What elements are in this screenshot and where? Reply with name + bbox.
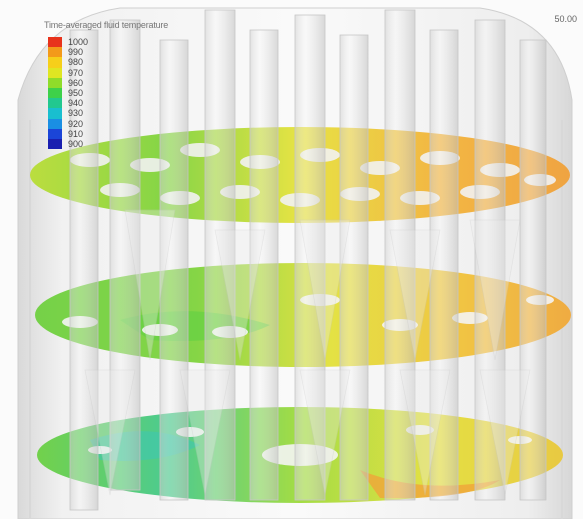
legend-label: 1000	[68, 37, 89, 47]
legend-label: 920	[68, 118, 84, 129]
legend-swatch	[48, 77, 62, 88]
legend-label: 910	[68, 128, 84, 139]
legend-label: 940	[68, 98, 84, 109]
tube-bundle	[69, 9, 547, 511]
legend-label: 900	[68, 139, 84, 149]
legend-swatch	[48, 98, 62, 109]
legend-swatch	[48, 57, 62, 68]
legend-swatch	[48, 67, 62, 78]
legend-swatch	[48, 108, 62, 119]
legend-label: 990	[68, 47, 84, 58]
legend-label: 960	[68, 77, 84, 88]
legend-swatch	[48, 87, 62, 99]
legend-swatch	[48, 118, 62, 129]
legend-label: 970	[68, 67, 84, 78]
time-readout: 50.00	[554, 14, 577, 24]
legend-swatch	[48, 128, 62, 139]
legend-label: 950	[68, 88, 84, 98]
legend-swatch	[48, 138, 62, 150]
legend-swatch	[48, 37, 62, 48]
legend-label: 980	[68, 57, 84, 68]
legend-swatch	[48, 47, 62, 58]
legend-title: Time-averaged fluid temperature	[44, 20, 169, 30]
legend-colorbar	[48, 37, 62, 150]
legend-label: 930	[68, 108, 84, 119]
